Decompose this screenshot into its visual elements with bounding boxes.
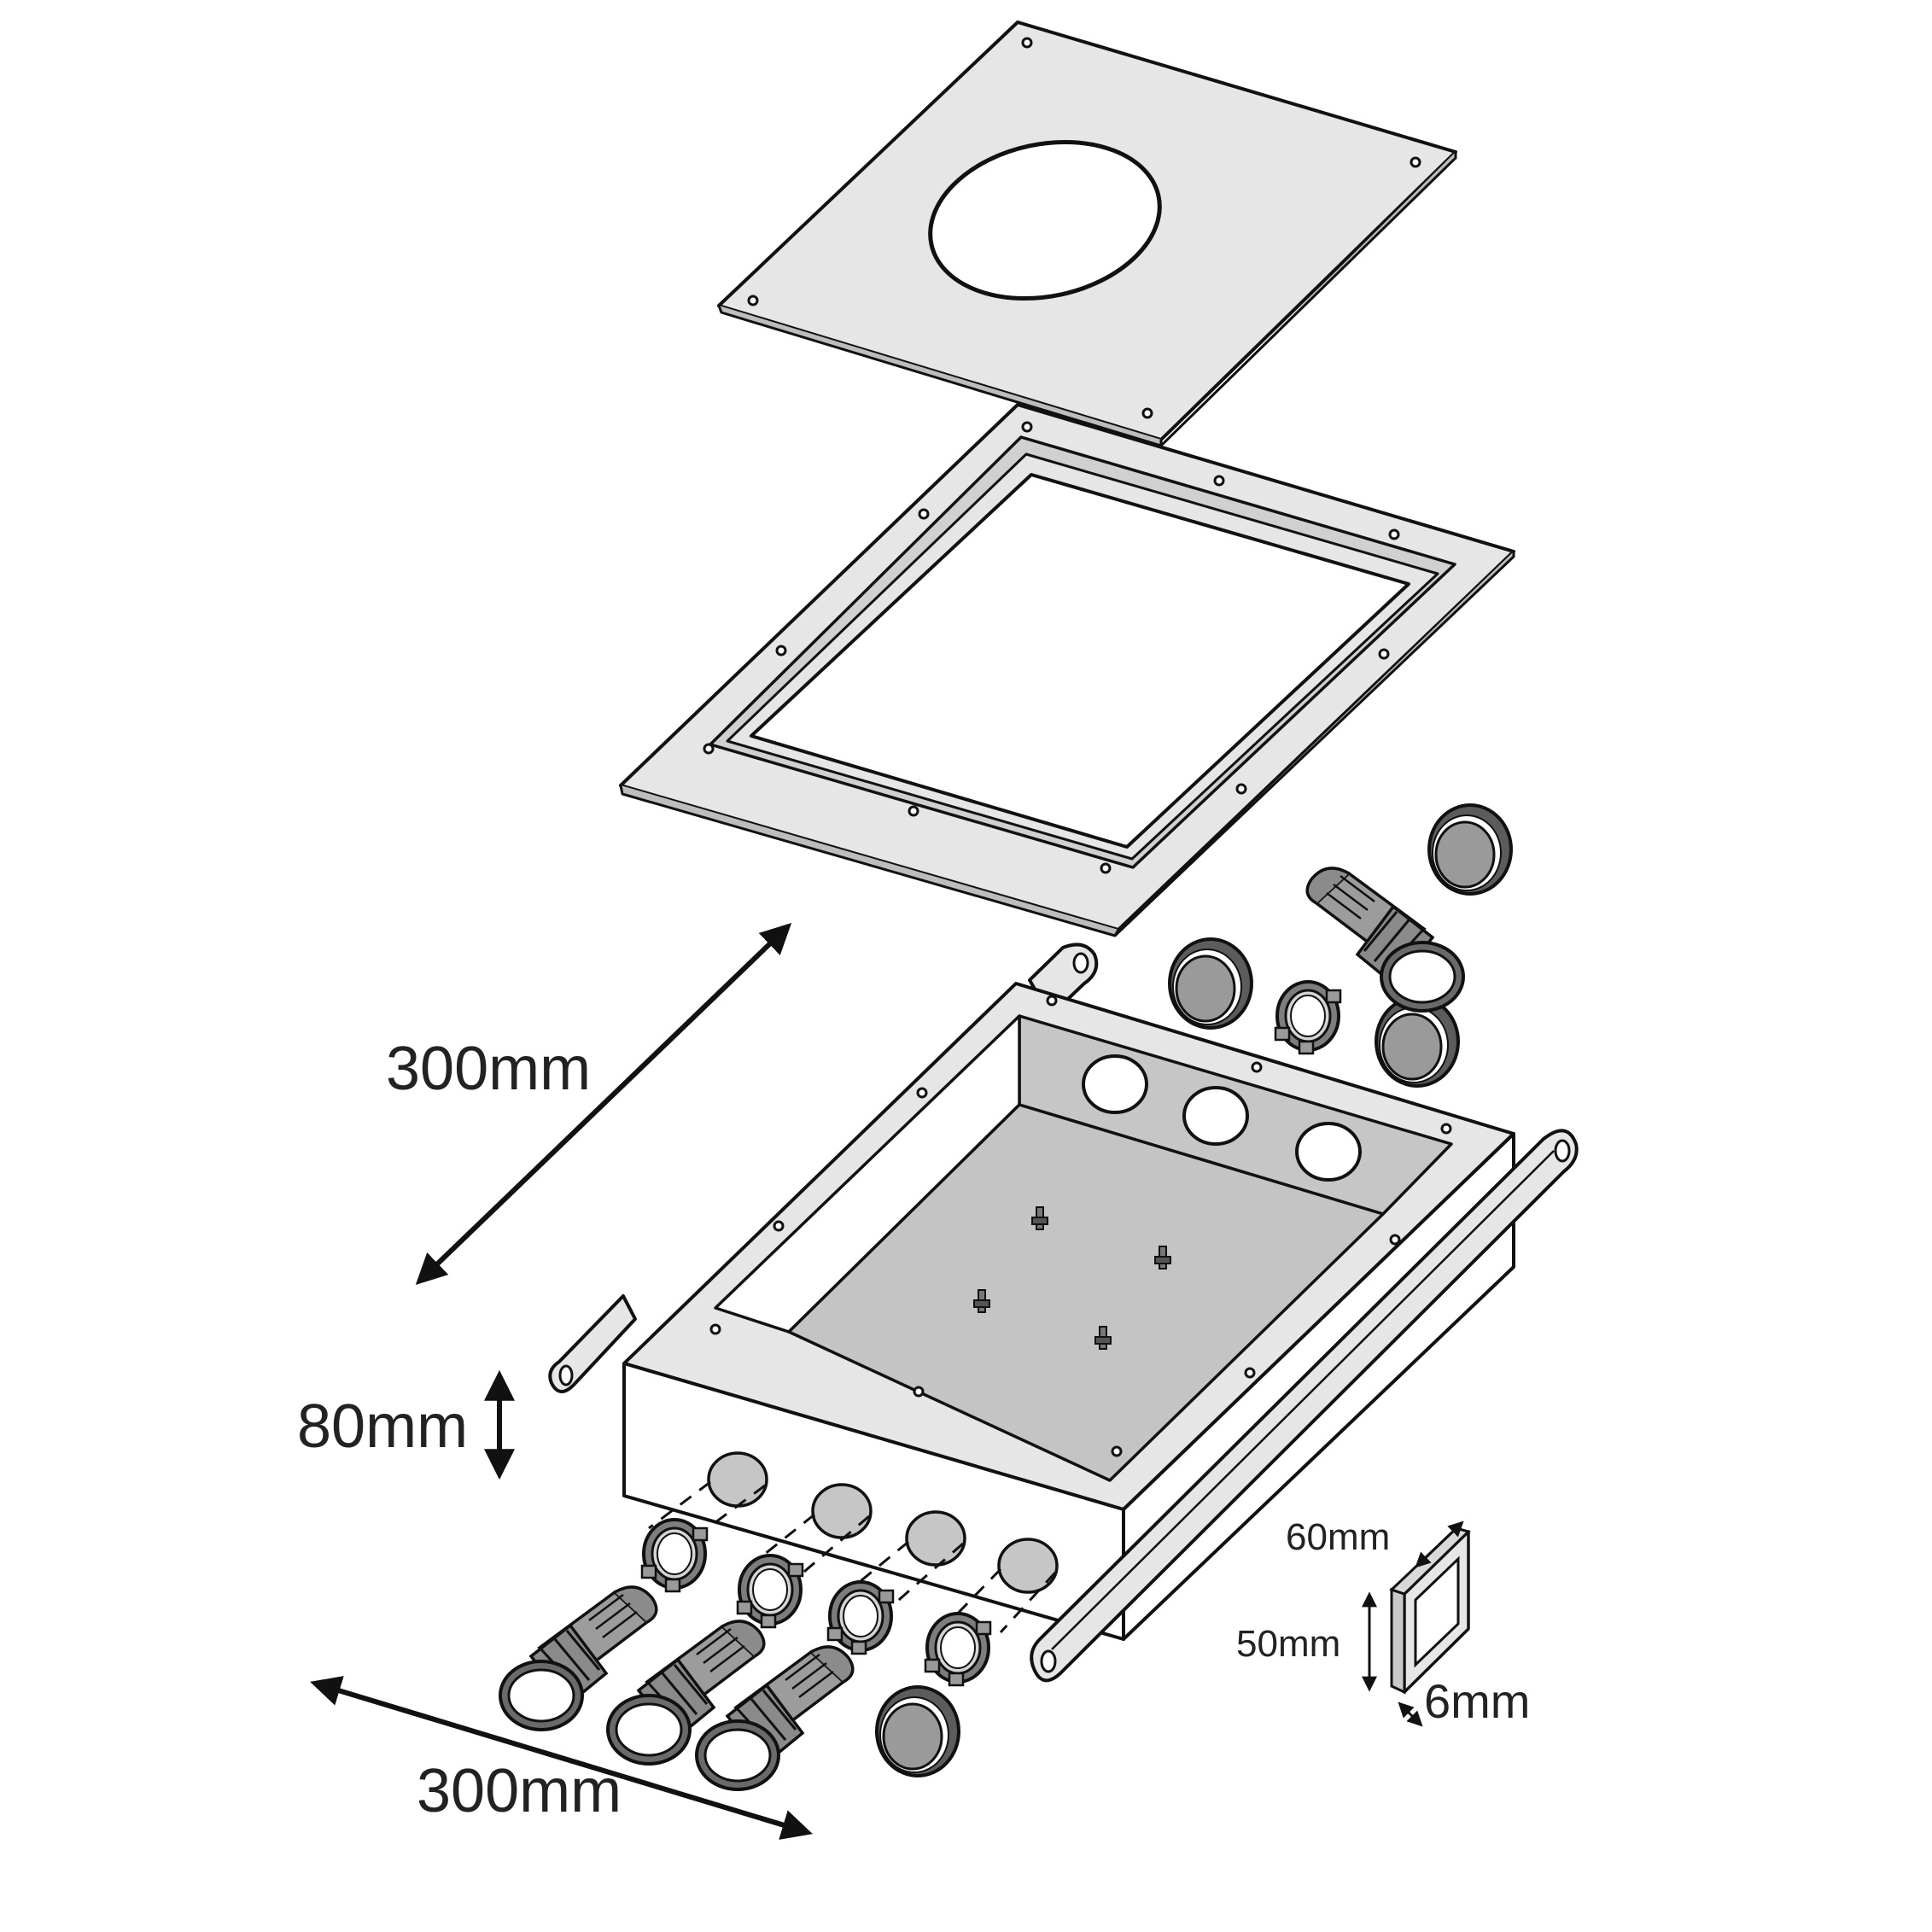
dimension-arrows — [310, 923, 1464, 1840]
front-blank-plug — [875, 1685, 960, 1777]
arrow-width — [310, 1676, 813, 1840]
label-plug-depth: 6mm — [1424, 1674, 1530, 1728]
mounting-studs — [973, 1206, 1171, 1350]
top-cover-plate — [717, 20, 1457, 447]
arrow-plug-width — [1415, 1521, 1464, 1568]
label-width: 300mm — [417, 1757, 622, 1825]
arrow-depth — [415, 923, 792, 1285]
frame-plate — [619, 403, 1515, 937]
arrow-plug-depth — [1398, 1701, 1423, 1727]
label-height: 80mm — [297, 1392, 468, 1461]
label-plug-width: 60mm — [1286, 1516, 1390, 1558]
side-gland-nut — [1274, 980, 1342, 1055]
label-plug-height: 50mm — [1236, 1623, 1340, 1665]
floor-box — [548, 943, 1579, 1683]
label-depth: 300mm — [386, 1035, 591, 1103]
